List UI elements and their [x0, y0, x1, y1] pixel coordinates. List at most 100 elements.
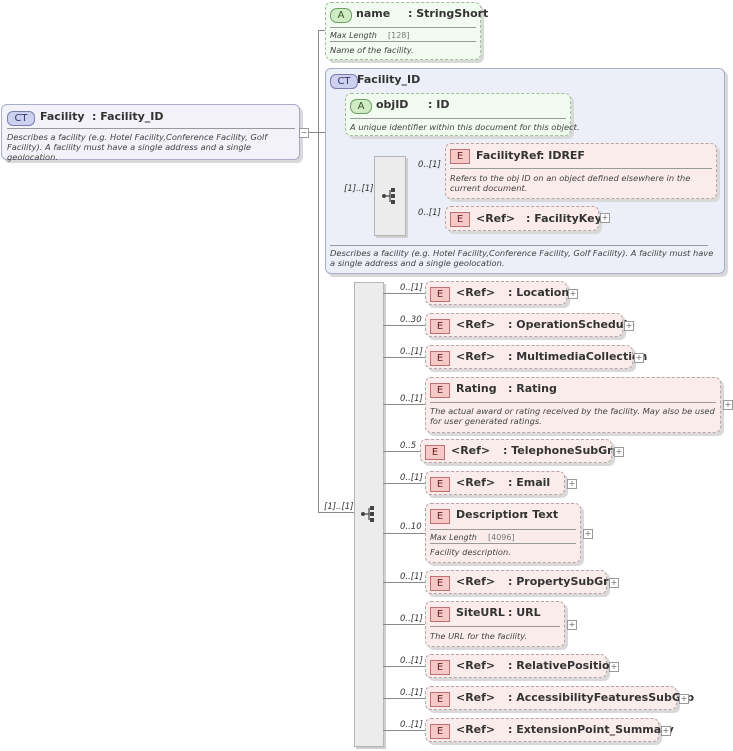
element-name: <Ref> — [456, 476, 496, 489]
expand-icon[interactable]: + — [583, 529, 593, 539]
element-ref-location[interactable]: E <Ref> : Location — [425, 281, 570, 305]
cardinality-label: 0..[1] — [400, 283, 423, 293]
element-ref-email[interactable]: E <Ref> : Email — [425, 471, 565, 495]
facet-value: [4096] — [488, 533, 515, 542]
attribute-description: A unique identifier within this document… — [350, 122, 580, 132]
element-type: : AccessibilityFeaturesSubGrp — [508, 691, 695, 704]
element-badge-icon: E — [430, 692, 450, 707]
cardinality-label: 0..[1] — [400, 656, 423, 666]
element-badge-icon: E — [430, 383, 450, 398]
element-name: <Ref> — [456, 659, 496, 672]
name-attr-connector — [318, 30, 325, 31]
cardinality-label: 0..[1] — [400, 720, 423, 730]
root-type: : Facility_ID — [92, 110, 164, 123]
element-badge-icon: E — [430, 319, 450, 334]
expand-icon[interactable]: + — [567, 479, 577, 489]
element-type: : TelephoneSubGrp — [503, 444, 621, 457]
main-sequence-compositor[interactable] — [354, 282, 384, 747]
item-connector — [383, 325, 425, 326]
element-ref-facilitykey[interactable]: E <Ref> : FacilityKey — [445, 206, 602, 231]
cardinality-label: 0..30 — [400, 315, 422, 325]
element-ref-relativeposition[interactable]: E <Ref> : RelativePosition — [425, 654, 617, 678]
element-badge-icon: E — [430, 607, 450, 622]
expand-icon[interactable]: + — [609, 578, 619, 588]
element-name: <Ref> — [451, 444, 491, 457]
element-siteurl[interactable]: E SiteURL : URL The URL for the facility… — [425, 601, 565, 647]
divider — [430, 543, 576, 544]
expand-icon[interactable]: + — [634, 353, 644, 363]
element-name: FacilityRef — [476, 149, 542, 162]
facility-id-connector — [318, 132, 325, 133]
element-name: <Ref> — [456, 575, 496, 588]
element-badge-icon: E — [425, 445, 445, 460]
cardinality-label: [1]..[1] — [344, 184, 374, 194]
expand-icon[interactable]: + — [723, 400, 733, 410]
element-description[interactable]: E Description : Text Max Length [4096] F… — [425, 503, 581, 563]
attribute-name: objID — [376, 98, 409, 111]
element-name: <Ref> — [456, 350, 496, 363]
expand-icon[interactable]: + — [614, 447, 624, 457]
divider — [450, 168, 712, 169]
sequence-compositor[interactable] — [374, 156, 406, 236]
sequence-icon — [382, 188, 395, 204]
expand-icon[interactable]: + — [600, 213, 610, 223]
cardinality-label: 0..[1] — [400, 347, 423, 357]
item-connector — [383, 451, 420, 452]
element-type: : IDREF — [540, 149, 585, 162]
element-badge-icon: E — [430, 477, 450, 492]
item-connector — [383, 666, 425, 667]
expand-icon[interactable]: + — [568, 289, 578, 299]
element-rating[interactable]: E Rating : Rating The actual award or ra… — [425, 377, 721, 433]
cardinality-label: 0..[1] — [400, 473, 423, 483]
element-ref-operationschedule[interactable]: E <Ref> : OperationSchedule — [425, 313, 635, 337]
element-type: : URL — [508, 606, 541, 619]
divider — [7, 128, 295, 129]
cardinality-label: 0..[1] — [418, 208, 441, 218]
element-badge-icon: E — [430, 724, 450, 739]
expand-icon[interactable]: + — [624, 321, 634, 331]
facet-label: Max Length — [330, 31, 377, 40]
element-description: The actual award or rating received by t… — [430, 406, 715, 426]
collapse-icon[interactable]: − — [299, 128, 309, 138]
item-connector — [383, 533, 425, 534]
element-ref-telephonesubgrp[interactable]: E <Ref> : TelephoneSubGrp — [420, 439, 620, 463]
element-badge-icon: E — [430, 509, 450, 524]
element-name: <Ref> — [456, 723, 496, 736]
expand-icon[interactable]: + — [661, 726, 671, 736]
attribute-name-node[interactable]: A name : StringShort Max Length [128] Na… — [325, 2, 488, 60]
item-connector — [383, 357, 425, 358]
element-badge-icon: E — [430, 351, 450, 366]
complex-type-name: Facility_ID — [357, 73, 421, 86]
expand-icon[interactable]: + — [679, 694, 689, 704]
cardinality-label: 0..[1] — [400, 572, 423, 582]
element-type: : Location — [508, 286, 570, 299]
element-name: <Ref> — [476, 212, 516, 225]
cardinality-label: 0..5 — [400, 441, 417, 451]
facet-label: Max Length — [430, 533, 477, 542]
divider — [430, 529, 576, 530]
element-name: SiteURL — [456, 606, 505, 619]
item-connector — [383, 698, 425, 699]
item-connector — [383, 582, 425, 583]
root-facility-node[interactable]: CT Facility : Facility_ID Describes a fa… — [1, 104, 300, 162]
element-facilityref[interactable]: E FacilityRef : IDREF Refers to the obj … — [445, 143, 717, 199]
cardinality-label: 0..[1] — [418, 160, 441, 170]
expand-icon[interactable]: + — [609, 662, 619, 672]
expand-icon[interactable]: + — [567, 620, 577, 630]
element-description: Refers to the obj ID on an object define… — [450, 173, 691, 193]
element-type: : FacilityKey — [526, 212, 602, 225]
element-ref-multimediacollection[interactable]: E <Ref> : MultimediaCollection — [425, 345, 647, 369]
main-seq-connector — [318, 512, 354, 513]
element-description: The URL for the facility. — [430, 631, 528, 641]
item-connector — [383, 404, 425, 405]
element-ref-accessibilityfeaturessubgrp[interactable]: E <Ref> : AccessibilityFeaturesSubGrp — [425, 686, 694, 710]
element-ref-extensionpoint-summary[interactable]: E <Ref> : ExtensionPoint_Summary — [425, 718, 674, 742]
complex-type-badge-icon: CT — [7, 111, 35, 126]
element-type: : OperationSchedule — [508, 318, 635, 331]
attribute-name: name — [356, 7, 391, 20]
attribute-type: : ID — [428, 98, 450, 111]
element-ref-propertysubgrp[interactable]: E <Ref> : PropertySubGrp — [425, 570, 616, 594]
element-name: <Ref> — [456, 286, 496, 299]
attribute-objid-node[interactable]: A objID : ID A unique identifier within … — [345, 93, 580, 136]
element-name: <Ref> — [456, 691, 496, 704]
